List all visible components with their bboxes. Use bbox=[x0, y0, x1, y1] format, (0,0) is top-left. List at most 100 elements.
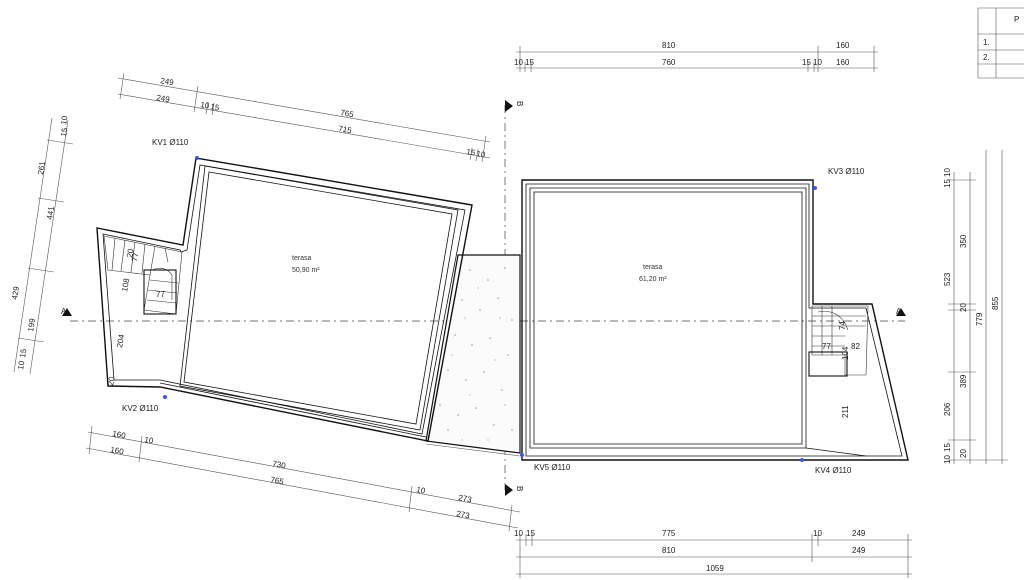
stair-left-dim-5: 204 bbox=[115, 333, 126, 348]
dim-lb-273: 273 bbox=[458, 493, 473, 504]
room-right-name: terasa bbox=[643, 264, 663, 271]
dim-top-10b: 10 bbox=[813, 58, 822, 67]
drain-kv3-label: KV3 Ø110 bbox=[828, 167, 865, 176]
dim-rv-10b: 10 bbox=[943, 455, 952, 464]
stair-left-dim-4: 77 bbox=[156, 290, 165, 299]
dim-lv-15b: 15 bbox=[18, 348, 28, 359]
dim-lb-160: 160 bbox=[112, 429, 127, 440]
dim-lt-249: 249 bbox=[160, 76, 175, 87]
section-label-a-left: A bbox=[61, 307, 67, 316]
room-left-area: 50,90 m² bbox=[292, 267, 320, 274]
dim-lt-715: 715 bbox=[338, 124, 353, 135]
dim-lv-441: 441 bbox=[45, 205, 56, 220]
dim-lb-765: 765 bbox=[270, 475, 285, 486]
dim-rv-20b: 20 bbox=[959, 449, 968, 458]
dim-b-249b: 249 bbox=[852, 546, 866, 555]
left-building bbox=[96, 157, 473, 442]
dim-b-1059: 1059 bbox=[706, 564, 724, 573]
dim-lv-199: 199 bbox=[26, 317, 37, 332]
dim-lt-15b: 15 bbox=[466, 147, 477, 158]
dim-lt-15: 15 bbox=[210, 102, 221, 113]
dim-rv-523: 523 bbox=[943, 272, 952, 286]
drain-kv4-marker bbox=[800, 458, 804, 462]
drain-kv1-marker bbox=[195, 156, 199, 160]
right-building bbox=[521, 179, 909, 461]
dim-lb-160b: 160 bbox=[110, 445, 125, 456]
dim-top-760: 760 bbox=[662, 58, 676, 67]
drain-kv5-marker bbox=[520, 453, 524, 457]
stair-right-dim-3: 82 bbox=[851, 342, 860, 351]
dim-b-249: 249 bbox=[852, 529, 866, 538]
legend-row-1: 1. bbox=[983, 38, 990, 47]
dim-top-10a: 10 bbox=[514, 58, 523, 67]
dim-rv-15: 15 bbox=[943, 179, 952, 188]
stair-left-dim-3: 108 bbox=[120, 277, 131, 292]
dim-top-15a: 15 bbox=[525, 58, 534, 67]
dim-b-810: 810 bbox=[662, 546, 676, 555]
section-label-b-bottom: B bbox=[515, 486, 524, 491]
stair-left-dim-1: 20 bbox=[125, 247, 136, 258]
stair-right-dim-4: 104 bbox=[841, 346, 850, 360]
dimension-right-vertical: 15 10 350 523 20 779 855 389 206 10 15 2… bbox=[943, 150, 1008, 464]
dim-rv-206: 206 bbox=[943, 402, 952, 416]
dim-lv-15: 15 bbox=[59, 127, 69, 138]
dimension-left-vertical: 15 10 261 441 429 199 10 15 bbox=[10, 115, 74, 375]
dim-rv-855: 855 bbox=[991, 296, 1000, 310]
legend-header: P bbox=[1014, 15, 1019, 24]
legend-row-2: 2. bbox=[983, 53, 990, 62]
dimension-left-bottom: 160 10 730 10 273 160 765 273 bbox=[85, 425, 521, 532]
dim-lv-429: 429 bbox=[10, 285, 21, 300]
drain-kv3-marker bbox=[813, 186, 817, 190]
dimension-left-top: 249 765 249 10 15 715 15 10 bbox=[117, 72, 491, 163]
drains: KV1 Ø110 KV2 Ø110 KV3 Ø110 KV4 Ø110 KV5 … bbox=[122, 138, 865, 475]
room-left-name: terasa bbox=[292, 255, 312, 262]
dim-lb-730: 730 bbox=[272, 459, 287, 470]
stair-right-dim-2: 77 bbox=[822, 342, 831, 351]
room-right-area: 61,20 m² bbox=[639, 276, 667, 283]
dim-rv-15b: 15 bbox=[943, 443, 952, 452]
dim-lt-10: 10 bbox=[200, 100, 211, 111]
left-staircase: 20 77 108 77 204 20 bbox=[103, 235, 183, 386]
dim-lt-10b: 10 bbox=[476, 149, 487, 160]
drain-kv1-label: KV1 Ø110 bbox=[152, 138, 189, 147]
drain-kv5-label: KV5 Ø110 bbox=[534, 463, 571, 472]
link-strip bbox=[425, 254, 521, 457]
drain-kv2-marker bbox=[163, 395, 167, 399]
dim-rv-389: 389 bbox=[959, 374, 968, 388]
dim-rv-20: 20 bbox=[959, 303, 968, 312]
dim-rv-10: 10 bbox=[943, 168, 952, 177]
drain-kv4-label: KV4 Ø110 bbox=[815, 466, 852, 475]
room-labels: terasa 50,90 m² terasa 61,20 m² bbox=[292, 255, 667, 283]
dimension-bottom: 10 15 775 10 249 810 249 1059 bbox=[514, 529, 912, 578]
dimension-top-right: 810 160 10 15 760 15 10 160 bbox=[514, 41, 878, 72]
dim-lb-273b: 273 bbox=[456, 509, 471, 520]
dim-top-160: 160 bbox=[836, 41, 850, 50]
dim-b-10b: 10 bbox=[813, 529, 822, 538]
section-label-a-right: A bbox=[896, 307, 902, 316]
stair-left-dim-2: 77 bbox=[130, 251, 141, 262]
stair-left-dim-6: 20 bbox=[106, 375, 117, 386]
dim-lb-10b: 10 bbox=[416, 485, 427, 496]
dim-top-160b: 160 bbox=[836, 58, 850, 67]
dim-lv-261: 261 bbox=[36, 160, 47, 175]
section-label-b-top: B bbox=[515, 101, 524, 106]
dim-b-15: 15 bbox=[526, 529, 535, 538]
dim-lt-765: 765 bbox=[340, 108, 355, 119]
legend-table: P 1. 2. bbox=[977, 7, 1024, 79]
dim-b-10: 10 bbox=[514, 529, 523, 538]
dim-rv-779: 779 bbox=[975, 312, 984, 326]
dim-rv-350: 350 bbox=[959, 234, 968, 248]
dim-top-810: 810 bbox=[662, 41, 676, 50]
right-staircase: 74 77 82 104 211 bbox=[808, 305, 869, 418]
dim-b-775: 775 bbox=[662, 529, 676, 538]
dim-lv-10b: 10 bbox=[16, 360, 26, 371]
drain-kv2-label: KV2 Ø110 bbox=[122, 404, 159, 413]
gravel-hatch bbox=[439, 267, 513, 441]
dim-lb-10: 10 bbox=[144, 435, 155, 446]
dim-lt-249b: 249 bbox=[156, 93, 171, 104]
stair-right-dim-5: 211 bbox=[841, 405, 850, 418]
dim-lv-10: 10 bbox=[59, 115, 69, 126]
dim-top-15b: 15 bbox=[802, 58, 811, 67]
stair-right-dim-1: 74 bbox=[838, 321, 847, 330]
